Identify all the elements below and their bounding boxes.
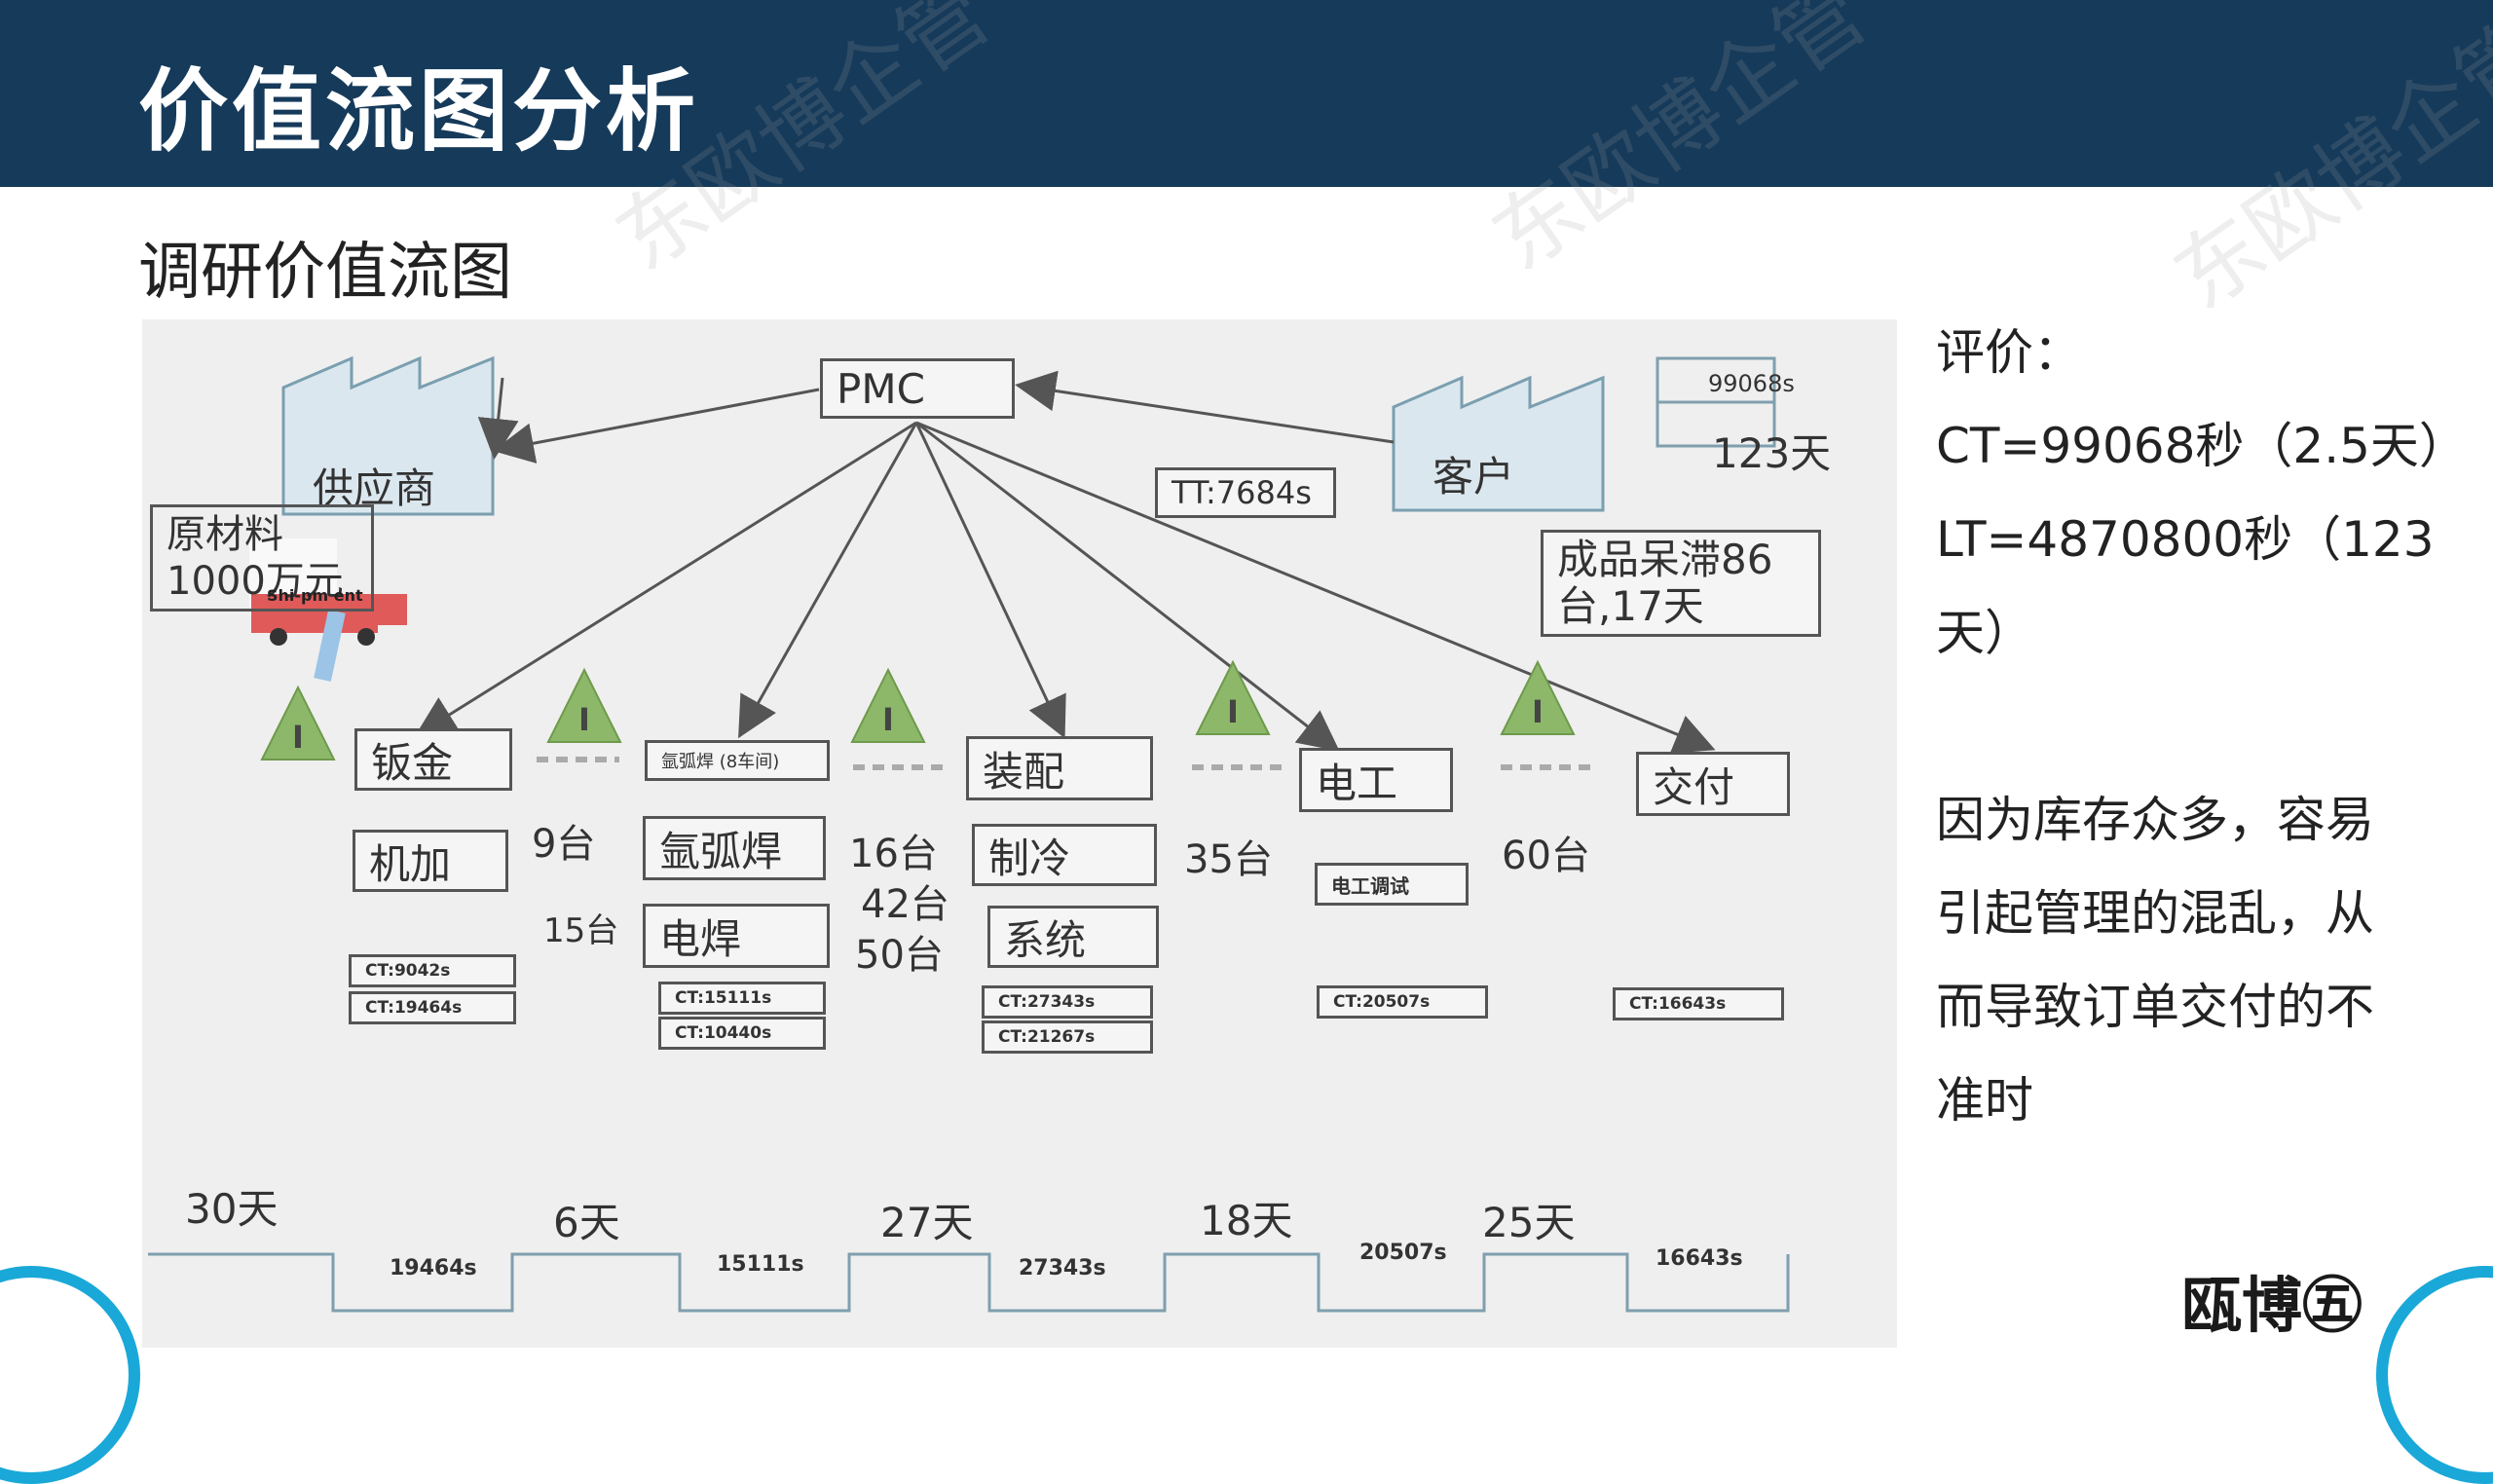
timeline-seconds: 15111s: [717, 1252, 804, 1277]
truck-icon: [249, 538, 407, 682]
inventory-count: 9台: [532, 822, 596, 867]
inventory-count: 50台: [855, 933, 944, 978]
inventory-triangle-icon: [1195, 659, 1271, 735]
process-system: 系统: [987, 906, 1159, 968]
evaluation-reason-line: 准时: [1936, 1072, 2033, 1129]
inventory-triangle-icon: [260, 685, 336, 761]
inventory-count: 42台: [861, 882, 949, 927]
truck-label: Shi-pm ent: [267, 586, 363, 605]
pmc-box: PMC: [820, 358, 1015, 419]
timeline-days: 27天: [880, 1199, 974, 1246]
ct-box: CT:16643s: [1613, 987, 1784, 1020]
header-bar: 价值流图分析: [0, 0, 2493, 187]
customer-lt: 123天: [1712, 429, 1832, 477]
process-electric-weld: 电焊: [643, 904, 830, 968]
inventory-triangle-icon: [850, 667, 926, 743]
process-electric-debug: 电工调试: [1315, 863, 1469, 906]
inventory-count: 60台: [1502, 834, 1590, 878]
evaluation-lt-cont: 天）: [1936, 605, 2033, 661]
evaluation-heading: 评价：: [1936, 324, 2082, 381]
raw-material-line: 1000万元: [167, 559, 344, 604]
diagram-graphics: I I I I I: [148, 355, 1790, 1313]
inventory-label: I: [578, 701, 590, 738]
ct-box: CT:15111s: [658, 982, 826, 1015]
timeline-seconds: 16643s: [1656, 1246, 1743, 1271]
ct-box: CT:27343s: [982, 985, 1153, 1019]
supplier-label: 供应商: [313, 464, 436, 512]
inventory-label: I: [292, 719, 304, 756]
inventory-label: I: [1227, 693, 1239, 730]
evaluation-reason-line: 因为库存众多，容易: [1936, 792, 2374, 848]
supplier-factory-icon: [281, 355, 495, 516]
corner-decoration: [0, 1266, 140, 1484]
finished-goods-line: 成品呆滞86: [1557, 536, 1773, 583]
inventory-label: I: [1532, 693, 1544, 730]
evaluation-reason-line: 而导致订单交付的不: [1936, 979, 2374, 1035]
ct-box: CT:10440s: [658, 1017, 826, 1050]
raw-material-box: 原材料 1000万元: [150, 504, 374, 612]
value-stream-map: I I I I I PMC 供应商 客户 原材料 1000万元 Shi-pm e…: [142, 319, 1897, 1348]
customer-ct: 99068s: [1708, 370, 1795, 397]
company-logo: 瓯博㊄: [2181, 1270, 2363, 1341]
finished-goods-box: 成品呆滞86 台,17天: [1541, 530, 1821, 637]
section-subtitle: 调研价值流图: [138, 237, 512, 309]
timeline-ladder: [148, 1252, 1790, 1313]
evaluation-reason-line: 引起管理的混乱，从: [1936, 885, 2374, 942]
evaluation-lt: LT=4870800秒（123: [1936, 511, 2435, 568]
inventory-count: 15台: [543, 911, 619, 950]
timeline-seconds: 27343s: [1019, 1256, 1106, 1280]
ct-box: CT:20507s: [1317, 985, 1488, 1019]
page-title: 价值流图分析: [138, 59, 700, 164]
process-delivery: 交付: [1636, 752, 1790, 816]
process-argon-weld-8: 氩弧焊 (8车间): [645, 740, 830, 781]
inventory-label: I: [882, 701, 894, 738]
customer-label: 客户: [1433, 453, 1515, 501]
ct-box: CT:19464s: [349, 991, 516, 1024]
corner-decoration: [2376, 1266, 2493, 1484]
raw-material-line: 原材料: [167, 512, 283, 557]
inventory-count: 16台: [849, 832, 938, 876]
process-argon-weld: 氩弧焊: [643, 816, 826, 880]
finished-goods-line: 台,17天: [1557, 582, 1704, 630]
customer-factory-icon: [1392, 375, 1605, 512]
evaluation-ct: CT=99068秒（2.5天）: [1936, 418, 2468, 474]
inventory-count: 35台: [1184, 837, 1273, 882]
timeline-days: 18天: [1200, 1197, 1293, 1244]
inventory-triangle-icon: [546, 667, 622, 743]
process-electrician: 电工: [1299, 748, 1453, 812]
ct-box: CT:21267s: [982, 1020, 1153, 1054]
timeline-days: 30天: [185, 1185, 279, 1233]
process-refrigeration: 制冷: [972, 824, 1157, 886]
timeline-seconds: 19464s: [390, 1256, 477, 1280]
ct-box: CT:9042s: [349, 954, 516, 987]
process-assembly: 装配: [966, 736, 1153, 800]
timeline-days: 25天: [1482, 1199, 1576, 1246]
process-sheet-metal: 钣金: [354, 728, 512, 791]
timeline-seconds: 20507s: [1359, 1241, 1447, 1265]
timeline-days: 6天: [553, 1199, 620, 1246]
inventory-triangle-icon: [1500, 659, 1576, 735]
process-machining: 机加: [353, 830, 508, 892]
tt-box: TT:7684s: [1155, 467, 1336, 518]
